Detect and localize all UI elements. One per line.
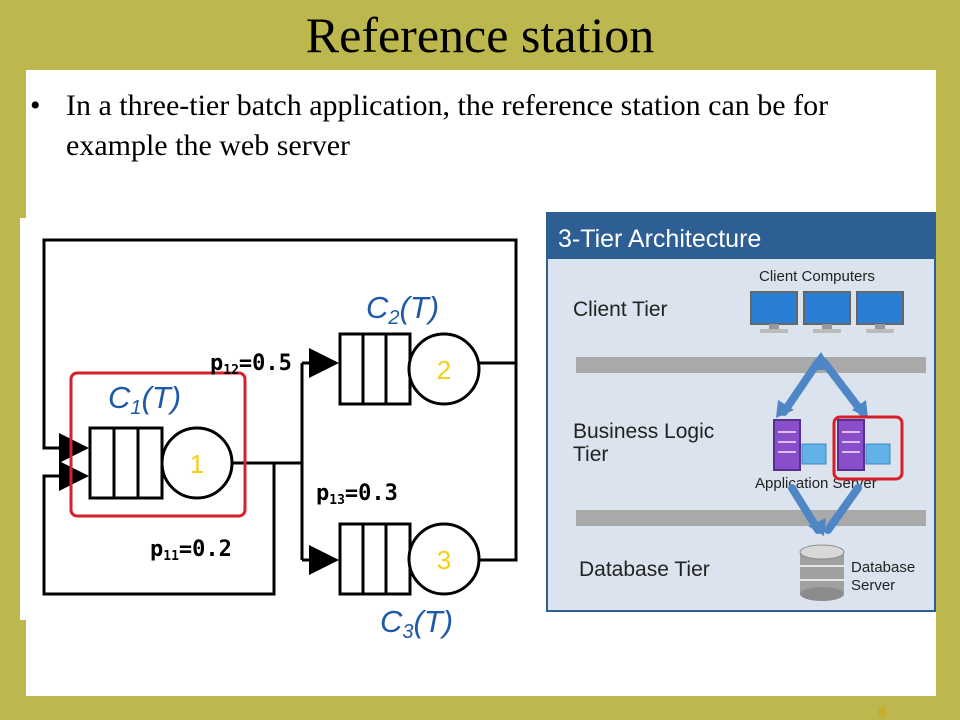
network-wiring	[42, 238, 518, 596]
db-server-label-2: Server	[851, 577, 895, 594]
class-c2-paren: (T)	[400, 290, 440, 325]
three-tier-architecture-diagram: 3-Tier Architecture Client Tier Client C…	[546, 212, 936, 612]
class-c2-letter: C	[366, 290, 389, 325]
class-c1-sub: 1	[130, 397, 141, 419]
class-label-c3: C3(T)	[380, 604, 453, 643]
class-c3-sub: 3	[402, 621, 413, 643]
class-label-c2: C2(T)	[366, 290, 439, 329]
database-tier-label: Database Tier	[579, 558, 710, 581]
arch-frame	[546, 212, 936, 612]
queue-station-3	[338, 522, 481, 596]
slide-title: Reference station	[305, 7, 655, 63]
p11-val: =0.2	[179, 537, 232, 562]
queueing-network-diagram: 1 2 3 C1(T) C2(T) C3(T) p12=0.5 p13=0.3 …	[20, 218, 540, 643]
class-c1-letter: C	[108, 380, 131, 415]
queue-station-1	[88, 426, 234, 500]
station-number-3: 3	[437, 545, 451, 575]
monitor-icon	[856, 291, 904, 333]
prob-p13: p13=0.3	[316, 481, 398, 508]
arch-header	[547, 213, 935, 259]
server-icon	[773, 419, 827, 471]
p13-val: =0.3	[345, 481, 398, 506]
server-icon	[837, 419, 891, 471]
class-c1-paren: (T)	[142, 380, 182, 415]
arrowhead-icons	[776, 352, 868, 536]
arrow-icon	[780, 358, 866, 534]
class-c3-paren: (T)	[414, 604, 454, 639]
monitor-icon	[750, 291, 798, 333]
page-number: 8	[878, 704, 886, 720]
arch-title: 3-Tier Architecture	[558, 225, 761, 253]
prob-p11: p11=0.2	[150, 537, 232, 564]
business-tier-label-1: Business Logic	[573, 420, 714, 443]
bullet-dot: •	[30, 89, 41, 122]
prob-p12: p12=0.5	[210, 351, 292, 378]
p12-p: p	[210, 351, 223, 376]
reference-station-highlight	[69, 371, 247, 518]
database-icon	[799, 544, 845, 601]
client-computers-label: Client Computers	[759, 268, 875, 285]
tier-separator-bottom	[576, 510, 926, 526]
p12-val: =0.5	[239, 351, 292, 376]
class-c3-letter: C	[380, 604, 403, 639]
client-tier-label: Client Tier	[573, 298, 668, 321]
p12-sub: 12	[223, 363, 239, 378]
station-number-2: 2	[437, 355, 451, 385]
class-c2-sub: 2	[387, 307, 399, 329]
p13-sub: 13	[329, 493, 345, 508]
class-label-c1: C1(T)	[108, 380, 181, 419]
db-server-label-1: Database	[851, 559, 915, 576]
p11-sub: 11	[163, 549, 179, 564]
reference-server-highlight	[832, 415, 904, 481]
p11-p: p	[150, 537, 163, 562]
station-number-1: 1	[190, 449, 204, 479]
monitor-icon	[803, 291, 851, 333]
bullet-text: In a three-tier batch application, the r…	[66, 89, 829, 162]
tier-separator-top	[576, 357, 926, 373]
queue-station-2	[338, 332, 481, 406]
business-tier-label-2: Tier	[573, 443, 608, 466]
p13-p: p	[316, 481, 329, 506]
